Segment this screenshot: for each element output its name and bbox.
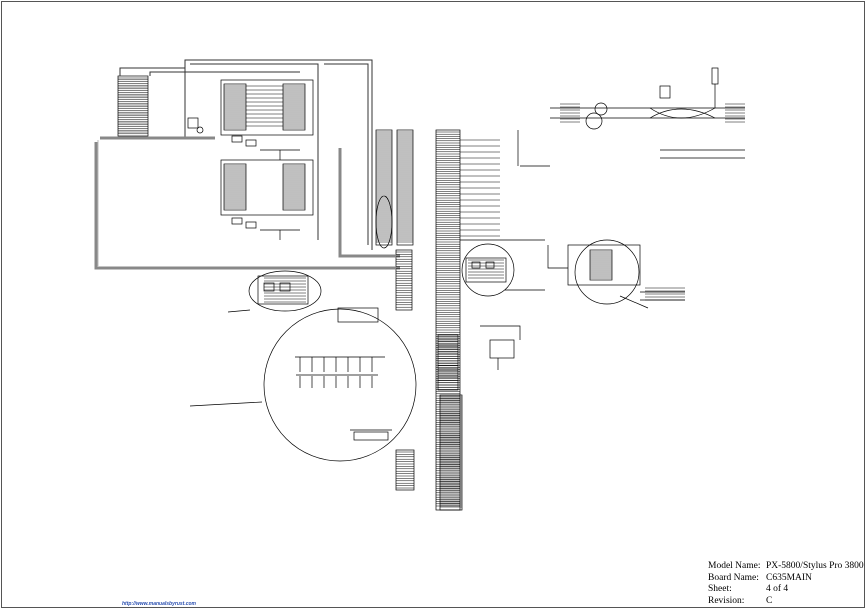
sheet-value: 4 of 4 xyxy=(766,584,789,595)
title-row-revision: Revision: C xyxy=(708,596,864,608)
board-name-label: Board Name: xyxy=(708,572,759,583)
ic-block-lower xyxy=(220,159,314,216)
model-name-label: Model Name: xyxy=(708,561,761,571)
gray-bus xyxy=(94,136,400,270)
title-block: Model Name: PX-5800/Stylus Pro 3800 Boar… xyxy=(708,561,864,607)
highlight-circle-mid-right xyxy=(460,239,545,297)
model-name-value: PX-5800/Stylus Pro 3800 xyxy=(766,561,864,571)
lower-connector-stack xyxy=(437,334,463,511)
board-name-value: C635MAIN xyxy=(766,572,812,583)
small-regulator-block xyxy=(480,325,521,370)
highlight-circle-right xyxy=(547,239,685,309)
revision-label: Revision: xyxy=(708,595,745,606)
power-input-section xyxy=(517,67,745,167)
ic-block-upper xyxy=(220,79,314,136)
footer-website-link[interactable]: http://www.manualsbyrust.com xyxy=(122,601,196,607)
title-row-model: Model Name: PX-5800/Stylus Pro 3800 xyxy=(708,561,864,573)
connector-cn1 xyxy=(117,75,149,137)
highlight-circle-large xyxy=(189,307,417,462)
title-row-board: Board Name: C635MAIN xyxy=(708,573,864,585)
resistor-cap-group-left xyxy=(187,117,300,240)
sheet-label: Sheet: xyxy=(708,584,732,595)
highlight-ellipse-left xyxy=(227,270,322,313)
title-row-sheet: Sheet: 4 of 4 xyxy=(708,584,864,596)
revision-value: C xyxy=(766,595,773,606)
